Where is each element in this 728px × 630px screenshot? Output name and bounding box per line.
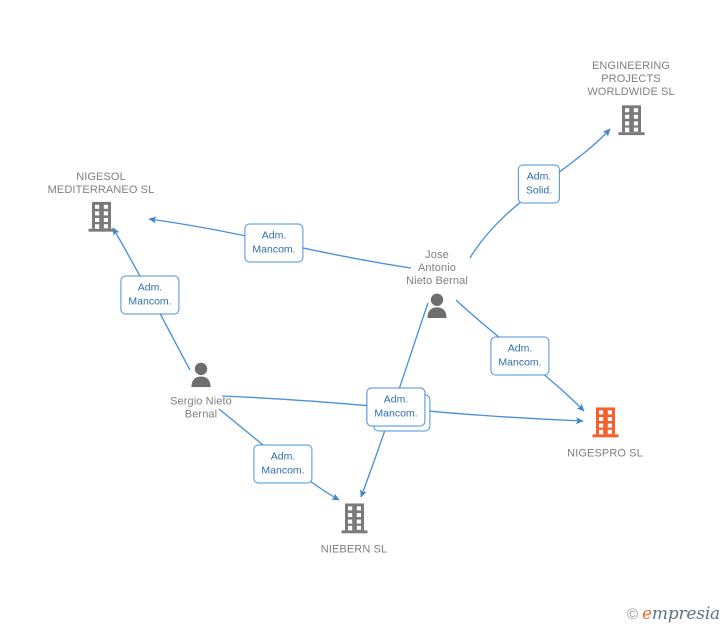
node-label-sergio-nieto-bernal: Sergio Nieto Bernal bbox=[170, 395, 232, 421]
graph-node-nigesol-mediterraneo[interactable]: NIGESOL MEDITERRANEO SL bbox=[21, 171, 181, 237]
edge-label-jose-to-niebern[interactable]: Adm. Mancom. bbox=[366, 387, 426, 427]
person-icon-jose-antonio-nieto-bernal[interactable] bbox=[425, 293, 449, 323]
edge-label-sergio-to-niebern[interactable]: Adm. Mancom. bbox=[253, 444, 313, 484]
graph-node-engineering-projects-worldwide[interactable]: ENGINEERING PROJECTS WORLDWIDE SL bbox=[551, 60, 711, 140]
node-label-jose-antonio-nieto-bernal: Jose Antonio Nieto Bernal bbox=[406, 249, 468, 288]
brand-remainder: mpresia bbox=[651, 604, 720, 624]
edge-label-jose-to-nigesol[interactable]: Adm. Mancom. bbox=[244, 223, 304, 263]
edge-label-jose-to-nigespro[interactable]: Adm. Mancom. bbox=[490, 336, 550, 376]
building-icon-nigesol-mediterraneo[interactable] bbox=[88, 202, 115, 237]
building-icon-niebern[interactable] bbox=[341, 503, 368, 538]
empresia-watermark: © empresia bbox=[627, 606, 720, 623]
copyright-icon: © bbox=[626, 606, 639, 623]
node-label-engineering-projects-worldwide: ENGINEERING PROJECTS WORLDWIDE SL bbox=[587, 60, 675, 99]
graph-node-sergio-nieto-bernal[interactable]: Sergio Nieto Bernal bbox=[121, 362, 281, 421]
person-icon-sergio-nieto-bernal[interactable] bbox=[189, 362, 213, 392]
node-label-niebern: NIEBERN SL bbox=[320, 543, 388, 556]
graph-node-niebern[interactable]: NIEBERN SL bbox=[274, 503, 434, 556]
graph-node-jose-antonio-nieto-bernal[interactable]: Jose Antonio Nieto Bernal bbox=[357, 249, 517, 323]
edge-label-sergio-to-nigesol[interactable]: Adm. Mancom. bbox=[120, 275, 180, 315]
brand-wordmark: empresia bbox=[642, 606, 720, 623]
edge-label-jose-to-engineering[interactable]: Adm. Solid. bbox=[517, 164, 561, 204]
node-label-nigesol-mediterraneo: NIGESOL MEDITERRANEO SL bbox=[47, 170, 155, 196]
brand-initial: e bbox=[642, 604, 652, 624]
node-label-nigespro: NIGESPRO SL bbox=[567, 447, 643, 460]
graph-node-nigespro[interactable]: NIGESPRO SL bbox=[525, 407, 685, 460]
building-icon-nigespro[interactable] bbox=[592, 407, 619, 442]
building-icon-engineering-projects-worldwide[interactable] bbox=[618, 104, 645, 140]
